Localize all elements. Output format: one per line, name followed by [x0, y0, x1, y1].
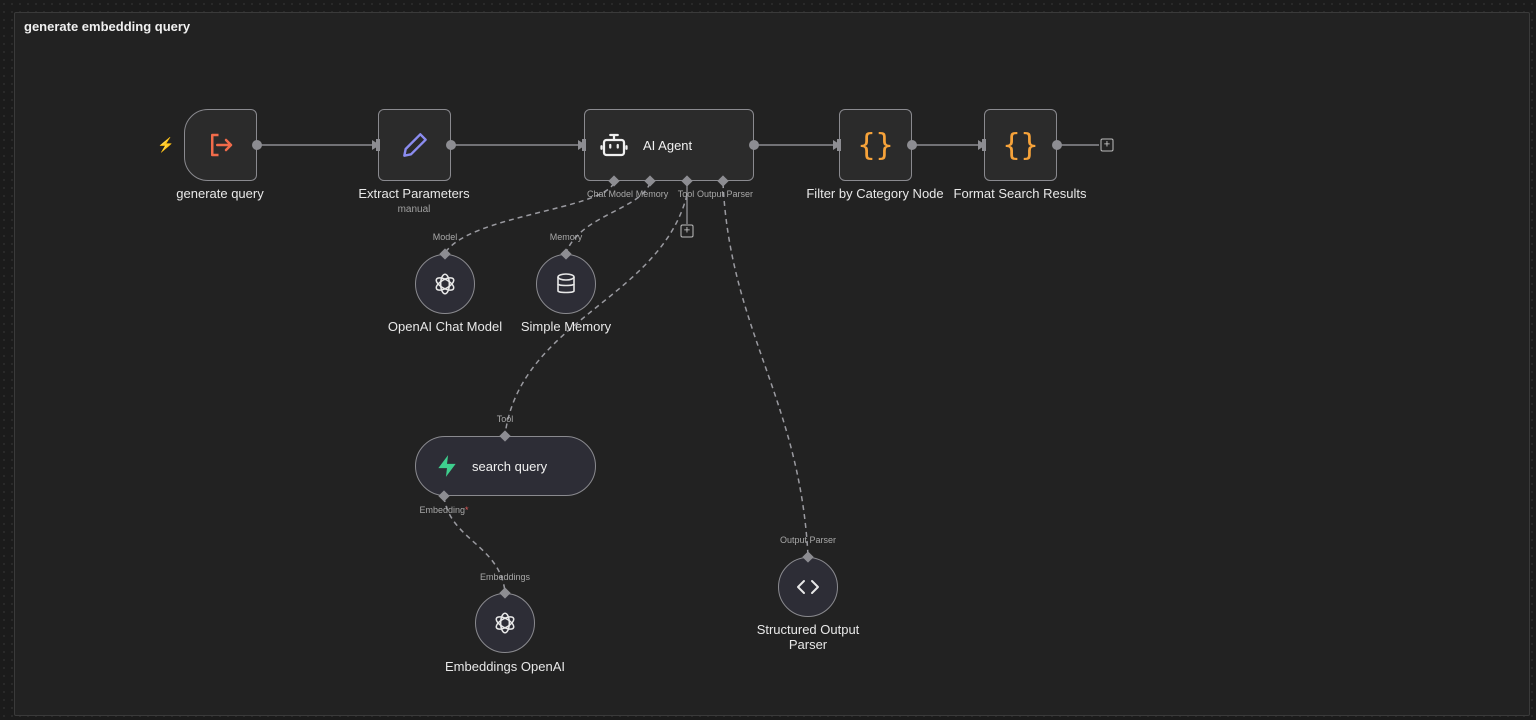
edge-tool [504, 194, 688, 436]
port-label: Embeddings [479, 572, 531, 582]
port-label: Model [432, 232, 458, 242]
node-filter-by-category[interactable]: {} [839, 109, 912, 181]
edge-chat-model [444, 182, 615, 254]
node-label: Extract Parameters [358, 186, 470, 201]
output-handle[interactable] [1052, 140, 1062, 150]
input-handle[interactable] [376, 139, 380, 151]
robot-icon [600, 133, 628, 157]
add-tool-button[interactable]: + [680, 224, 694, 238]
node-generate-query[interactable] [184, 109, 257, 181]
output-handle[interactable] [907, 140, 917, 150]
sign-out-icon [210, 133, 232, 157]
node-format-search-results[interactable]: {} [984, 109, 1057, 181]
node-label: Structured Output [756, 622, 860, 637]
node-extract-parameters[interactable] [378, 109, 451, 181]
output-handle[interactable] [749, 140, 759, 150]
port-label: Tool [496, 414, 514, 424]
node-embeddings-openai[interactable] [475, 593, 535, 653]
node-label: Filter by Category Node [806, 186, 944, 201]
node-simple-memory[interactable] [536, 254, 596, 314]
input-handle[interactable] [582, 139, 586, 151]
openai-icon [435, 273, 455, 295]
output-handle[interactable] [446, 140, 456, 150]
node-openai-chat-model[interactable] [415, 254, 475, 314]
workflow-canvas[interactable] [14, 12, 1530, 716]
port-label: Output Parser [779, 535, 837, 545]
braces-icon: {} [1002, 127, 1039, 163]
node-label: OpenAI Chat Model [387, 319, 503, 334]
code-icon [797, 580, 819, 594]
input-handle[interactable] [837, 139, 841, 151]
node-structured-output-parser[interactable] [778, 557, 838, 617]
edge-embedding [443, 496, 506, 593]
node-label: generate query [176, 186, 264, 201]
output-handle[interactable] [252, 140, 262, 150]
workflow-title: generate embedding query [24, 19, 191, 34]
port-label: Chat Model [586, 189, 634, 199]
edge-memory [565, 182, 651, 254]
node-sublabel: manual [397, 204, 431, 215]
edge-output-parser [722, 182, 809, 557]
database-icon [557, 273, 575, 294]
trigger-bolt-icon: ⚡ [157, 136, 175, 153]
node-label: Embeddings OpenAI [445, 659, 565, 674]
pencil-icon [402, 133, 427, 157]
node-search-query[interactable]: search query [415, 436, 596, 496]
openai-icon [495, 612, 515, 634]
braces-icon: {} [857, 127, 894, 163]
node-ai-agent[interactable]: AI Agent [584, 109, 754, 181]
port-label: Memory [549, 232, 583, 242]
port-label: Memory [635, 189, 669, 199]
node-label: Format Search Results [953, 186, 1087, 201]
node-label: Simple Memory [520, 319, 612, 334]
add-node-button[interactable]: + [1100, 138, 1114, 152]
port-label-embedding: Embedding* [419, 505, 469, 515]
port-label: Tool [677, 189, 695, 199]
port-label: Output Parser [696, 189, 754, 199]
node-label: Parser [788, 637, 828, 652]
input-handle[interactable] [982, 139, 986, 151]
node-label: search query [472, 458, 548, 474]
supabase-bolt-icon [438, 455, 456, 477]
node-label: AI Agent [643, 137, 693, 153]
